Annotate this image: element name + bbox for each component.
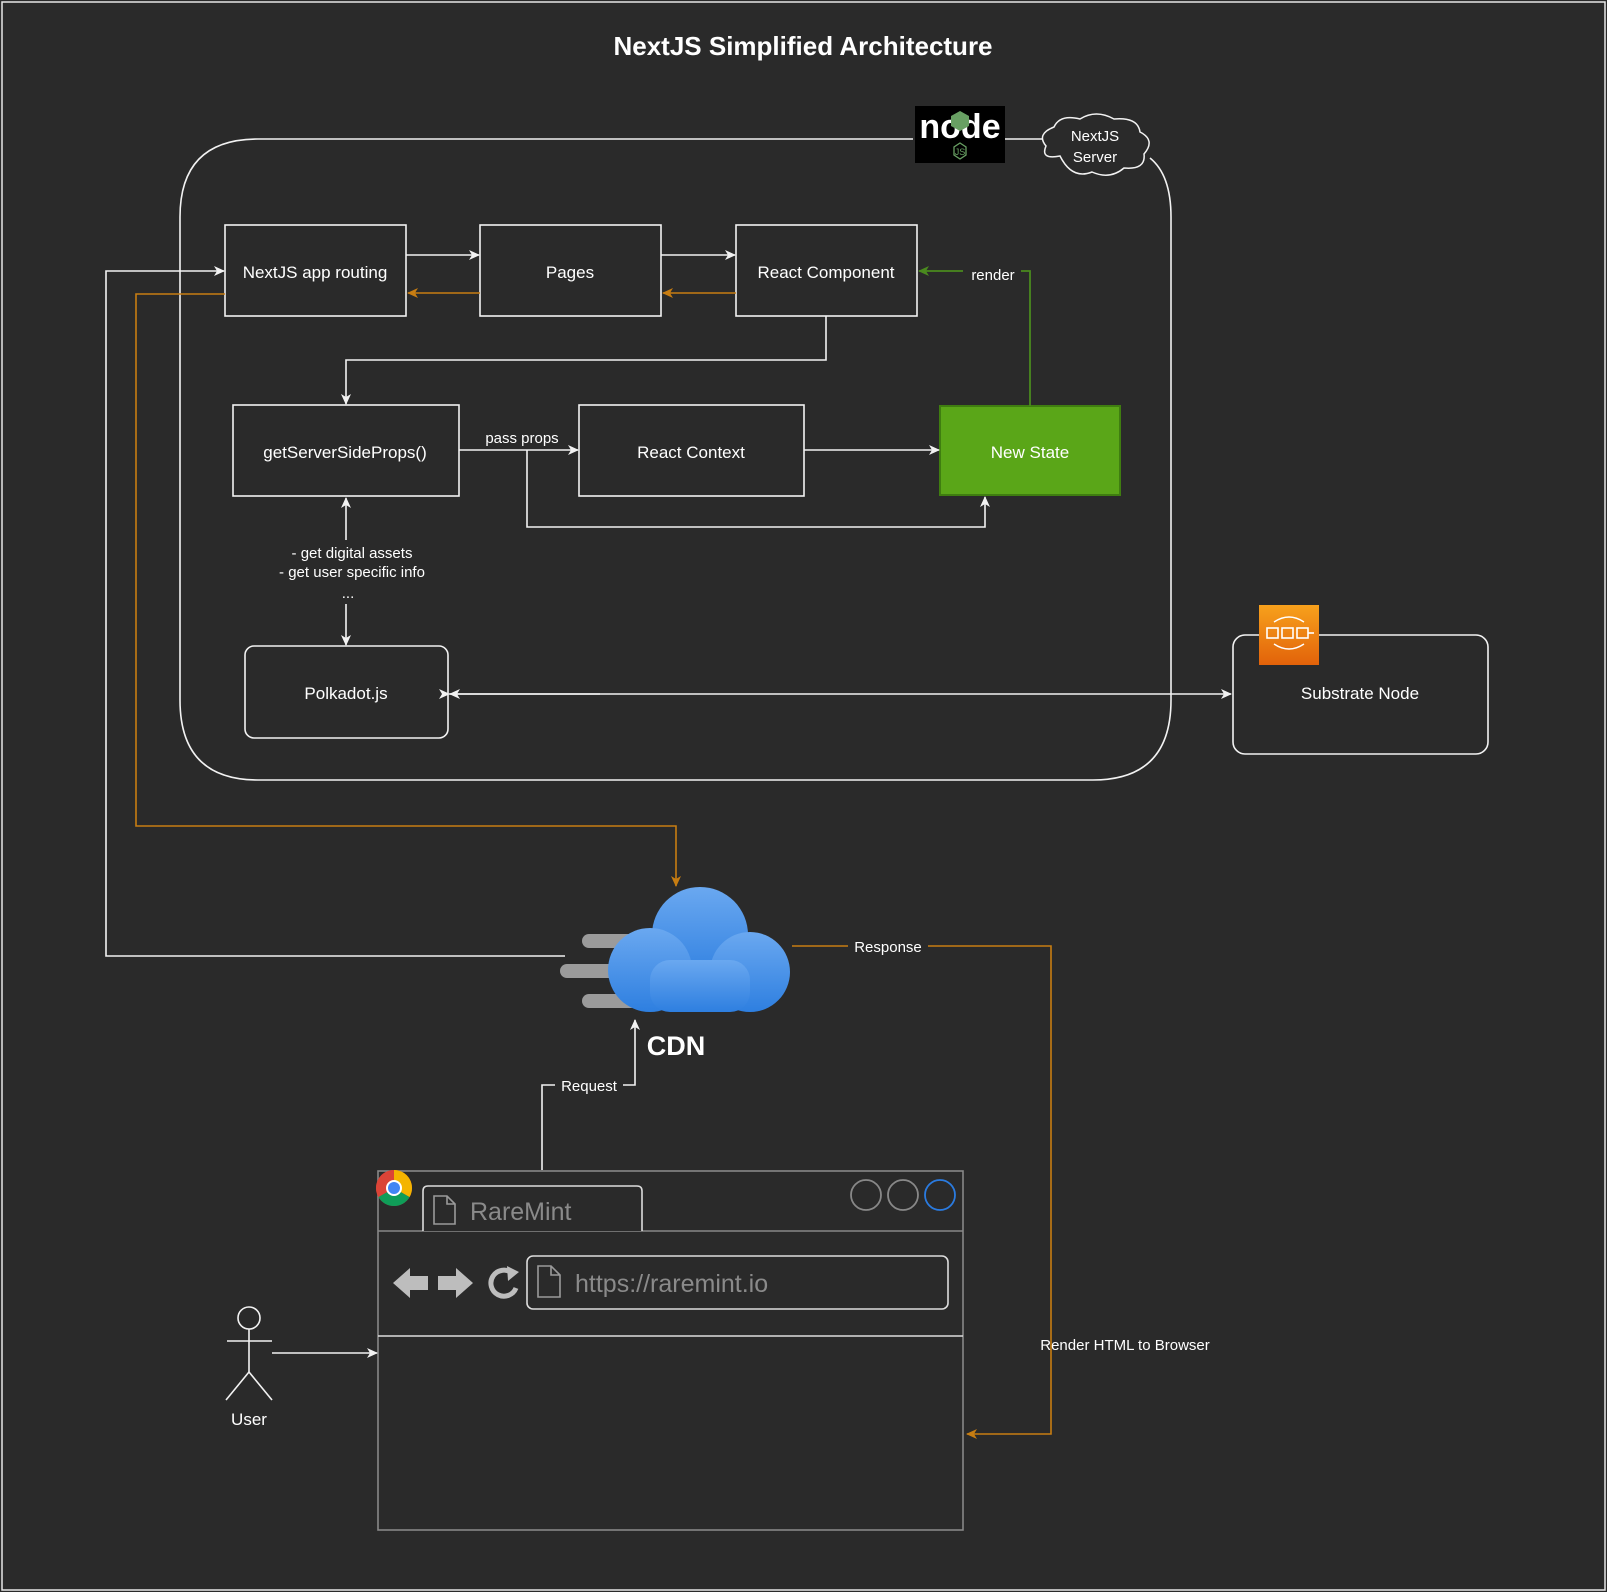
arrow-new-state-render <box>918 266 1031 406</box>
user-label: User <box>231 1410 267 1429</box>
render-label: render <box>971 267 1014 284</box>
tab-page-icon <box>433 1195 456 1225</box>
routing-box: NextJS app routing <box>224 224 407 317</box>
window-button-3[interactable] <box>924 1179 956 1211</box>
address-bar[interactable] <box>526 1255 949 1310</box>
pages-label: Pages <box>546 263 594 282</box>
new-state-label: New State <box>991 443 1069 462</box>
substrate-box: Substrate Node <box>1232 634 1489 755</box>
nextjs-server-cloud: NextJS Server <box>1041 113 1150 176</box>
arrow-cdn-to-routing <box>105 266 565 957</box>
request-label: Request <box>561 1078 618 1095</box>
polkadot-label: Polkadot.js <box>304 684 387 703</box>
pages-box: Pages <box>479 224 662 317</box>
assets-label-line3: ... <box>342 585 355 602</box>
server-cloud-label-line2: Server <box>1073 149 1117 166</box>
url-page-icon <box>537 1265 561 1298</box>
pass-props-label: pass props <box>485 430 558 447</box>
assets-label-line2: - get user specific info <box>279 564 425 581</box>
routing-label: NextJS app routing <box>243 263 388 282</box>
back-icon[interactable] <box>393 1268 428 1298</box>
nodejs-logo: node JS <box>915 106 1005 163</box>
arrow-gssp-to-new-state <box>526 450 990 528</box>
cdn-cloud-icon <box>560 887 790 1012</box>
browser-tab[interactable] <box>422 1185 643 1231</box>
cdn-label: CDN <box>647 1031 706 1061</box>
polkadot-box: Polkadot.js <box>244 645 449 739</box>
arrow-response-to-browser <box>792 945 1052 1439</box>
react-context-label: React Context <box>637 443 745 462</box>
forward-icon[interactable] <box>438 1268 473 1298</box>
arrow-routing-to-cdn <box>135 293 681 887</box>
new-state-box: New State <box>939 405 1121 496</box>
nextjs-server-container <box>179 138 1172 781</box>
response-label: Response <box>854 939 922 956</box>
nodejs-hexagon-icon <box>951 111 969 131</box>
server-cloud-shape <box>1041 113 1150 176</box>
substrate-badge-icon <box>1259 605 1319 665</box>
diagram-title: NextJS Simplified Architecture <box>613 31 992 61</box>
window-button-1[interactable] <box>850 1179 882 1211</box>
browser-tab-title: RareMint <box>470 1198 571 1226</box>
nodejs-js-badge: JS <box>955 147 966 157</box>
user-figure <box>225 1306 273 1401</box>
server-cloud-label-line1: NextJS <box>1071 128 1119 145</box>
reload-icon[interactable] <box>488 1267 519 1299</box>
react-component-box: React Component <box>735 224 918 317</box>
address-bar-url: https://raremint.io <box>575 1270 768 1298</box>
window-button-2[interactable] <box>887 1179 919 1211</box>
assets-label-line1: - get digital assets <box>292 545 413 562</box>
gssp-box: getServerSideProps() <box>232 404 460 497</box>
browser-window: RareMint https://raremint.io <box>377 1170 964 1531</box>
gssp-label: getServerSideProps() <box>263 443 426 462</box>
arrow-component-to-gssp <box>341 316 827 405</box>
chrome-logo-icon <box>375 1170 413 1207</box>
substrate-label: Substrate Node <box>1301 684 1419 703</box>
react-context-box: React Context <box>578 404 805 497</box>
react-component-label: React Component <box>757 263 894 282</box>
render-html-label: Render HTML to Browser <box>1040 1337 1210 1354</box>
